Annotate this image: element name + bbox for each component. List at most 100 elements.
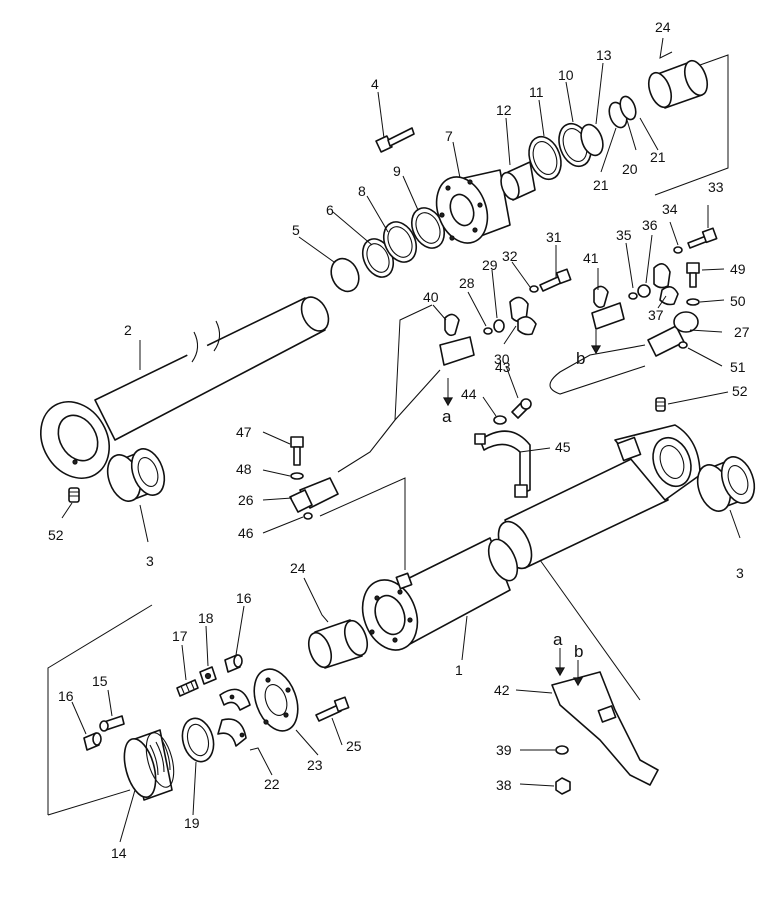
callout-4: 4 <box>371 76 379 92</box>
callout-14: 14 <box>111 845 127 861</box>
o-ring-28 <box>483 327 493 335</box>
callout-9: 9 <box>393 163 401 179</box>
callout-52-left: 52 <box>48 527 64 543</box>
bushing-right <box>696 456 756 512</box>
callout-labels: 1 2 3 3 4 5 6 7 8 9 10 11 12 13 14 15 16… <box>48 19 750 861</box>
callout-8: 8 <box>358 183 366 199</box>
pipe-bracket <box>551 671 659 786</box>
split-nut-22 <box>217 688 251 747</box>
callout-28: 28 <box>459 275 475 291</box>
callout-21-left: 21 <box>593 177 609 193</box>
callout-21-right: 21 <box>650 149 666 165</box>
ref-a-bottom: a <box>553 630 563 649</box>
callout-51: 51 <box>730 359 746 375</box>
callout-17: 17 <box>172 628 188 644</box>
ring-36 <box>637 284 651 298</box>
piston <box>123 729 175 801</box>
bushing-bottom <box>307 619 369 669</box>
callout-24-top: 24 <box>655 19 671 35</box>
pipe-41 <box>591 285 625 330</box>
callout-48: 48 <box>236 461 252 477</box>
callout-45: 45 <box>555 439 571 455</box>
callout-47: 47 <box>236 424 252 440</box>
callout-23: 23 <box>307 757 323 773</box>
piston-group-bracket <box>47 604 153 815</box>
o-ring-51 <box>678 341 688 349</box>
o-ring-35 <box>628 292 638 300</box>
snap-ring <box>330 257 360 293</box>
callout-29: 29 <box>482 257 498 273</box>
plate-23 <box>253 668 299 732</box>
arrow-a-top <box>442 378 454 407</box>
callout-40: 40 <box>423 289 439 305</box>
split-flange-30 <box>509 296 537 336</box>
washer-48 <box>290 472 304 480</box>
cylinder-tube <box>361 537 519 651</box>
line-a-connector <box>394 304 433 421</box>
callout-16-top: 16 <box>236 590 252 606</box>
callout-30: 30 <box>494 351 510 367</box>
callout-13: 13 <box>596 47 612 63</box>
callout-16-left: 16 <box>58 688 74 704</box>
ring-29 <box>493 319 505 333</box>
callout-10: 10 <box>558 67 574 83</box>
callout-1: 1 <box>455 662 463 678</box>
callout-25: 25 <box>346 738 362 754</box>
callout-11: 11 <box>529 84 544 100</box>
pipe-40 <box>439 313 475 366</box>
bolt-47 <box>290 436 304 466</box>
arrow-b-bottom <box>572 660 584 687</box>
callout-12: 12 <box>496 102 512 118</box>
plug-16a <box>224 654 243 673</box>
callout-39: 39 <box>496 742 512 758</box>
bracket-line <box>539 559 641 701</box>
leader-lines <box>61 37 741 843</box>
callout-18: 18 <box>198 610 214 626</box>
callout-26: 26 <box>238 492 254 508</box>
grease-fitting-left <box>68 487 80 503</box>
callout-2: 2 <box>124 322 132 338</box>
piston-rod <box>40 296 330 479</box>
callout-19: 19 <box>184 815 200 831</box>
callout-27: 27 <box>734 324 750 340</box>
washer-32 <box>529 285 539 293</box>
callout-24-bottom: 24 <box>290 560 306 576</box>
washer-50 <box>686 298 700 306</box>
washer-34 <box>673 246 683 254</box>
bushing-left <box>106 448 166 502</box>
callout-34: 34 <box>662 201 678 217</box>
grease-fitting-right <box>655 397 666 412</box>
ref-b-top: b <box>576 349 585 368</box>
ref-b-bottom: b <box>574 642 583 661</box>
seal-rings <box>500 95 637 201</box>
bolt-49 <box>686 262 700 288</box>
elbow-27 <box>647 311 699 357</box>
piston-group-bracket-bottom <box>47 789 131 816</box>
o-ring-46 <box>303 512 313 520</box>
callout-32: 32 <box>502 248 518 264</box>
nut-38 <box>555 777 571 795</box>
callout-5: 5 <box>292 222 300 238</box>
callout-3-left: 3 <box>146 553 154 569</box>
callout-46: 46 <box>238 525 254 541</box>
washer-44 <box>493 415 507 425</box>
bolt-25 <box>315 696 350 722</box>
callout-38: 38 <box>496 777 512 793</box>
callout-7: 7 <box>445 128 453 144</box>
callout-52-right: 52 <box>732 383 748 399</box>
plug-16b <box>83 732 102 751</box>
washer-39 <box>555 745 569 755</box>
callout-36: 36 <box>642 217 658 233</box>
callout-20: 20 <box>622 161 638 177</box>
bushing-top <box>647 59 709 109</box>
elbow-line <box>319 477 406 570</box>
bolt-43 <box>511 398 532 419</box>
callout-15: 15 <box>92 673 108 689</box>
callout-44: 44 <box>461 386 477 402</box>
pin-15 <box>99 715 125 732</box>
arrow-a-bottom <box>554 648 566 677</box>
wear-ring-19 <box>181 717 215 763</box>
ball-18 <box>199 666 217 685</box>
